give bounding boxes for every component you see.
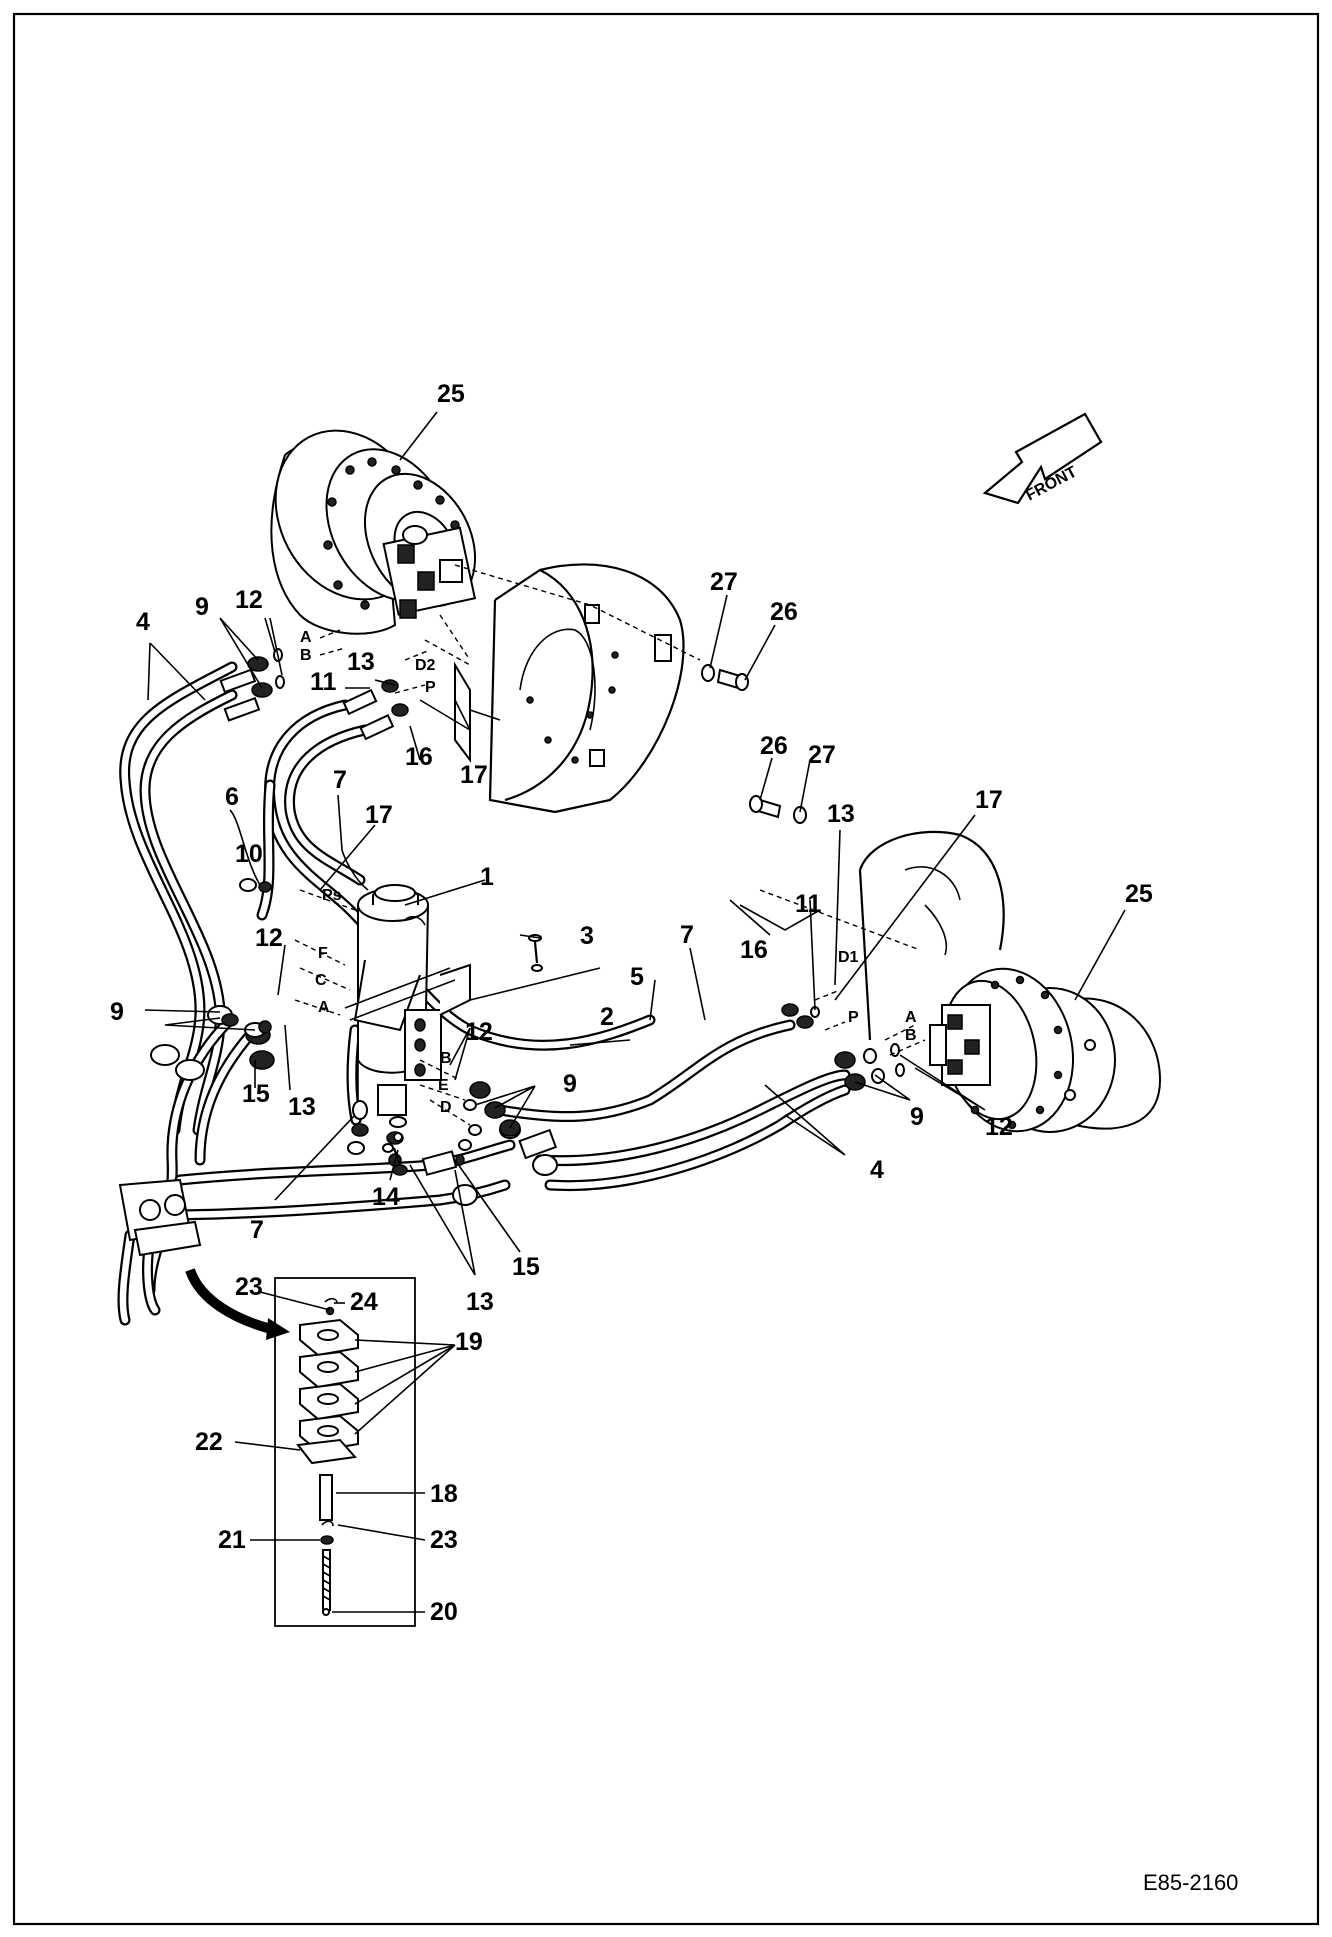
port-b-lower: B (905, 1027, 917, 1044)
port-d: D (440, 1099, 452, 1116)
port-a-upper: A (300, 629, 312, 646)
callout-10: 10 (235, 840, 263, 868)
callout-20: 20 (430, 1598, 458, 1626)
bolt-2-3 (528, 934, 543, 972)
port-b-swivel: B (440, 1050, 452, 1067)
port-f: F (318, 945, 328, 962)
clamp-plates (299, 1318, 359, 1453)
callout-12-upper: 12 (235, 586, 263, 614)
travel-motor-upper (270, 429, 477, 635)
callout-2: 2 (600, 1003, 614, 1031)
port-a-lower: A (905, 1009, 917, 1026)
callout-9-upper: 9 (195, 593, 209, 621)
callout-12-swivel: 12 (255, 924, 283, 952)
port-d2: D2 (415, 657, 436, 674)
callout-23-top: 23 (235, 1273, 263, 1301)
callout-22: 22 (195, 1428, 223, 1456)
bolt-washer-upper (701, 664, 749, 691)
port-reference-lines (294, 629, 926, 1126)
port-ps: Ps (322, 887, 342, 904)
callout-26-upper: 26 (770, 598, 798, 626)
callout-16-lower: 16 (740, 936, 768, 964)
callout-9-left: 9 (110, 998, 124, 1026)
callout-4-upper: 4 (136, 608, 150, 636)
callout-7-top: 7 (333, 766, 347, 794)
callout-12-center: 12 (465, 1018, 493, 1046)
callout-3: 3 (580, 922, 594, 950)
callout-12-right: 12 (985, 1113, 1013, 1141)
callout-27-upper: 27 (710, 568, 738, 596)
callout-13-lower-motor: 13 (827, 800, 855, 828)
swivel-joint (344, 884, 471, 1176)
callout-17-swivel: 17 (365, 801, 393, 829)
port-p-lower: P (848, 1009, 859, 1026)
callout-17-upper: 17 (460, 761, 488, 789)
port-letters: A B D2 P Ps F C A B E D D1 P A B (300, 629, 917, 1116)
callout-7-bottom: 7 (250, 1216, 264, 1244)
callout-16-upper: 16 (405, 743, 433, 771)
callout-11-lower: 11 (795, 890, 822, 918)
callout-25-lower: 25 (1125, 880, 1153, 908)
hose-clamp-assembly (118, 1178, 290, 1340)
port-a-swivel: A (318, 999, 330, 1016)
callout-13-left: 13 (288, 1093, 316, 1121)
callout-5: 5 (630, 963, 644, 991)
callout-19: 19 (455, 1328, 483, 1356)
callout-21: 21 (218, 1526, 246, 1554)
drawing-border (12, 12, 1320, 1926)
callout-labels: 25 4 9 12 27 26 13 11 16 17 26 27 13 17 … (110, 380, 1153, 1626)
callout-17-lower-motor: 17 (975, 786, 1003, 814)
travel-motor-lower (929, 967, 1162, 1133)
bolt-washer-lower (749, 795, 807, 824)
callout-7-right: 7 (680, 921, 694, 949)
callout-15-right: 15 (512, 1253, 540, 1281)
port-d1: D1 (838, 949, 859, 966)
callout-9-right: 9 (910, 1103, 924, 1131)
callout-26-lower: 26 (760, 732, 788, 760)
callout-14: 14 (372, 1183, 400, 1211)
callout-23-bottom: 23 (430, 1526, 458, 1554)
callout-18: 18 (430, 1480, 458, 1508)
callout-1: 1 (480, 863, 494, 891)
front-arrow-icon: FRONT (982, 412, 1103, 504)
hose-fittings (150, 648, 905, 1206)
port-p-upper: P (425, 679, 436, 696)
callout-24: 24 (350, 1288, 378, 1316)
callout-4-lower: 4 (870, 1156, 884, 1184)
callout-27-lower: 27 (808, 741, 836, 769)
callout-11-upper: 11 (310, 668, 337, 696)
callout-15-left: 15 (242, 1080, 270, 1108)
port-c: C (315, 972, 327, 989)
leader-lines (144, 411, 1126, 1613)
track-frame-upper (424, 563, 701, 814)
callout-25-upper: 25 (437, 380, 465, 408)
callout-13-upper: 13 (347, 648, 375, 676)
port-e: E (438, 1077, 449, 1094)
callout-13-bottom: 13 (466, 1288, 494, 1316)
callout-6: 6 (225, 783, 239, 811)
detail-inset (274, 1277, 416, 1627)
drawing-reference-code: E85-2160 (1143, 1870, 1238, 1895)
port-b-upper: B (300, 647, 312, 664)
callout-9-center: 9 (563, 1070, 577, 1098)
detail-inset-frame (274, 1277, 416, 1627)
